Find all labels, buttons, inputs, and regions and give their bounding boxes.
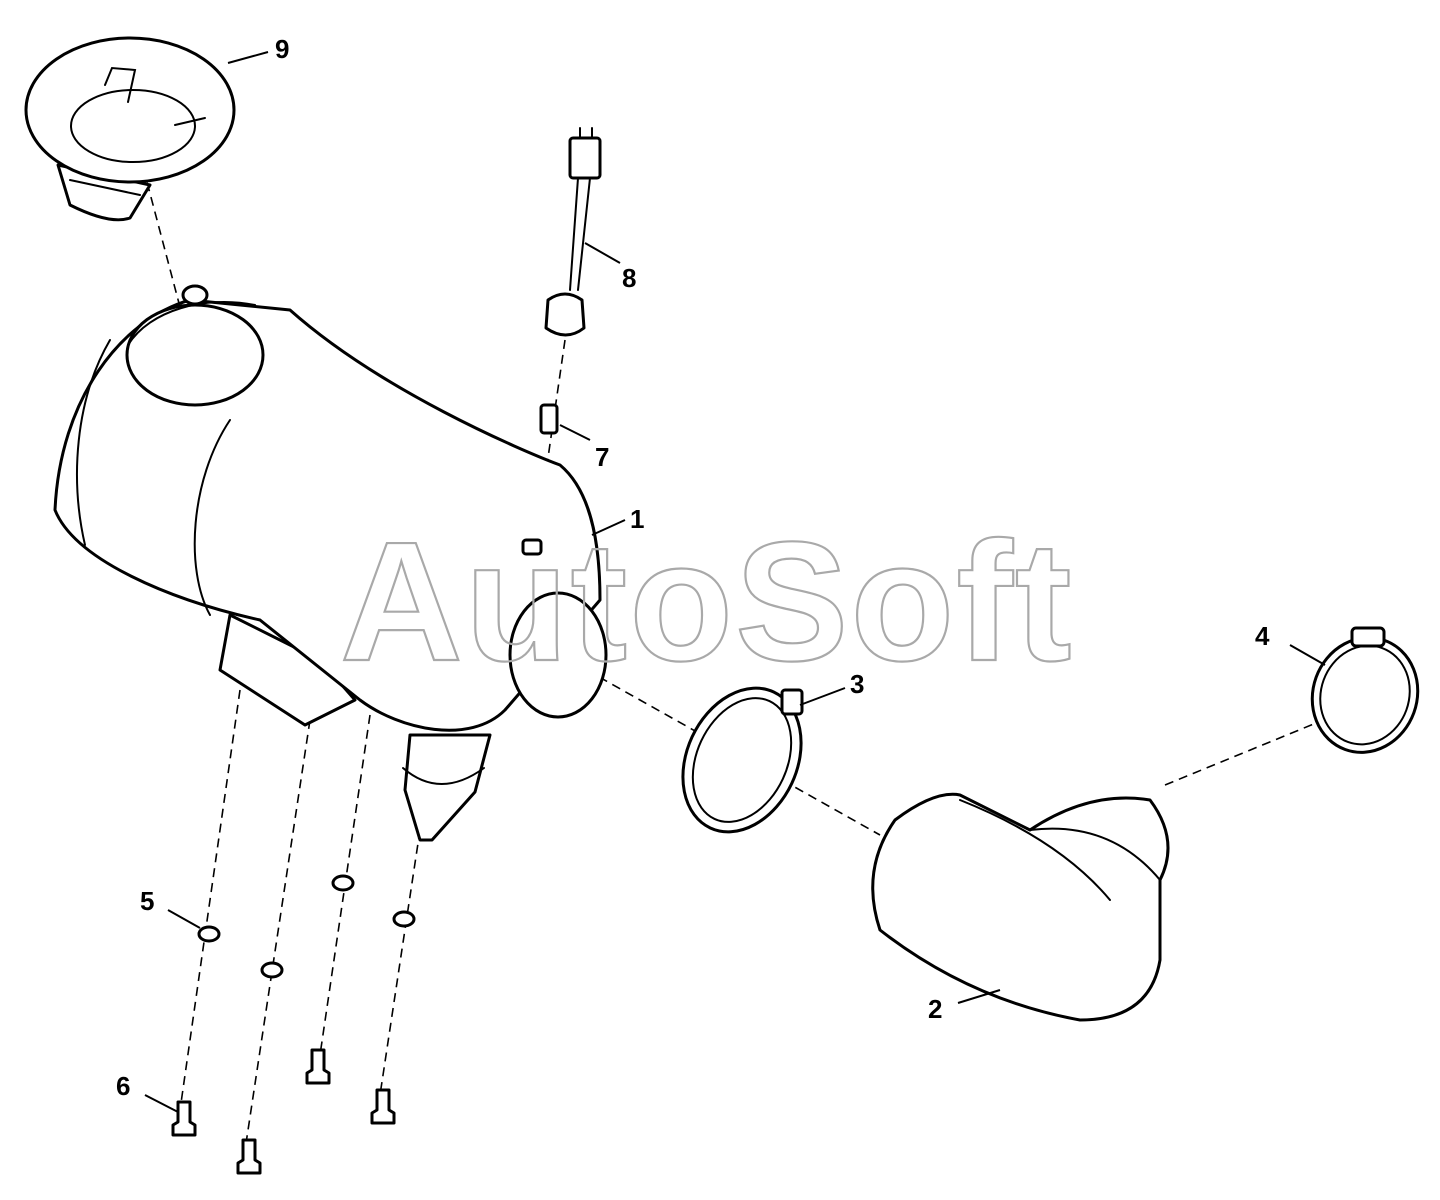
- part-1-air-cleaner: [53, 284, 608, 842]
- part-9-funnel-cap: [24, 36, 236, 222]
- callout-3: 3: [850, 669, 864, 699]
- callout-9: 9: [275, 34, 289, 64]
- part-3-hose-clamp: [681, 686, 804, 834]
- callout-6: 6: [116, 1071, 130, 1101]
- callout-labels: 9 8 7 1 3 4 2 5 6: [116, 34, 1270, 1101]
- part-8-restriction-indicator: [544, 127, 602, 337]
- part-2-elbow-hose: [871, 792, 1170, 1022]
- callout-7: 7: [595, 442, 609, 472]
- callout-1: 1: [630, 504, 644, 534]
- part-5-washers: [197, 874, 416, 979]
- part-6-bolts: [171, 1048, 396, 1175]
- callout-5: 5: [140, 886, 154, 916]
- part-7-adapter: [539, 403, 559, 435]
- callout-4: 4: [1255, 621, 1270, 651]
- watermark-text: AutoSoft: [340, 507, 1074, 697]
- callout-2: 2: [928, 994, 942, 1024]
- callout-8: 8: [622, 263, 636, 293]
- callout-leader-lines: [144, 51, 1326, 1113]
- part-4-hose-clamp: [1310, 626, 1420, 754]
